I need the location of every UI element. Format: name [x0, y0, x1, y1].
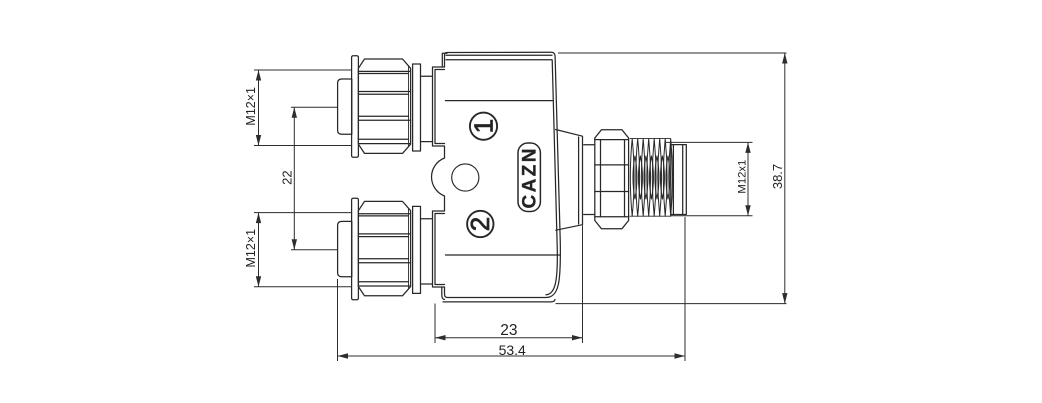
svg-text:M12×1: M12×1: [244, 87, 258, 126]
svg-text:M12×1: M12×1: [244, 229, 258, 268]
svg-text:23: 23: [500, 322, 517, 339]
svg-text:22: 22: [280, 170, 295, 184]
svg-text:CAZN: CAZN: [520, 146, 541, 208]
svg-text:2: 2: [465, 217, 495, 231]
svg-text:53.4: 53.4: [499, 342, 526, 358]
svg-text:38.7: 38.7: [770, 164, 785, 189]
svg-text:M12x1: M12x1: [736, 160, 748, 194]
svg-text:1: 1: [468, 119, 498, 133]
